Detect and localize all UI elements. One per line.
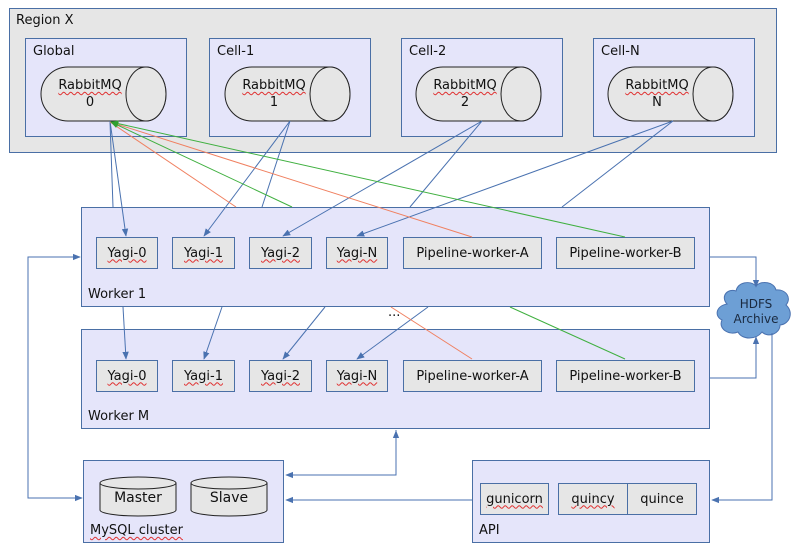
api-component-label: gunicorn (486, 491, 543, 507)
process-label: Yagi-0 (107, 368, 147, 384)
hdfs-archive-label: HDFS Archive (726, 297, 786, 327)
api-component-label: quincy (571, 491, 615, 507)
rabbitmq-1-label: RabbitMQ 1 (234, 77, 314, 111)
edge-workerm-hdfs (710, 336, 760, 379)
api-quince[interactable]: quince (627, 483, 697, 515)
queue-name: RabbitMQ (58, 78, 122, 93)
hdfs-label-line2: Archive (733, 312, 779, 326)
process-label: Pipeline-worker-B (569, 245, 682, 261)
edge-hdfs-api (711, 333, 773, 504)
process-yagi-2[interactable]: Yagi-2 (249, 237, 312, 269)
process-pipeline-worker-a[interactable]: Pipeline-worker-A (403, 360, 542, 392)
cell-title: Cell-2 (409, 44, 447, 59)
process-label: Yagi-1 (184, 368, 223, 384)
cell-title: Cell-N (601, 44, 640, 59)
process-pipeline-worker-b[interactable]: Pipeline-worker-B (556, 237, 695, 269)
queue-name: RabbitMQ (433, 78, 497, 93)
hdfs-label-line1: HDFS (739, 297, 773, 311)
process-yagi-0[interactable]: Yagi-0 (96, 360, 158, 392)
queue-name: RabbitMQ (242, 78, 306, 93)
api-quincy[interactable]: quincy (558, 483, 628, 515)
mysql-title: MySQL cluster (90, 523, 183, 538)
process-pipeline-worker-a[interactable]: Pipeline-worker-A (403, 237, 542, 269)
edge-worker1-hdfs (710, 256, 760, 288)
process-label: Yagi-N (336, 368, 378, 384)
queue-id: N (652, 95, 662, 110)
queue-id: 2 (460, 95, 470, 110)
mysql-title-text: MySQL cluster (90, 523, 183, 538)
api-gunicorn[interactable]: gunicorn (480, 483, 549, 515)
process-yagi-2[interactable]: Yagi-2 (249, 360, 312, 392)
queue-name: RabbitMQ (625, 78, 689, 93)
process-label: Yagi-2 (261, 245, 300, 261)
process-label: Yagi-0 (107, 245, 147, 261)
mysql-master-label: Master (114, 490, 162, 506)
process-label: Pipeline-worker-A (416, 368, 529, 384)
queue-id: 1 (269, 95, 279, 110)
edge-workerm-mysql (285, 430, 397, 479)
process-label: Pipeline-worker-A (416, 245, 529, 261)
cell-title: Cell-1 (217, 44, 255, 59)
mysql-slave-label: Slave (209, 490, 249, 506)
edge-worker1-mysql (27, 256, 83, 502)
queue-id: 0 (85, 95, 95, 110)
rabbitmq-n-label: RabbitMQ N (617, 77, 697, 111)
process-yagi-0[interactable]: Yagi-0 (96, 237, 158, 269)
region-title: Region X (16, 13, 74, 28)
process-pipeline-worker-b[interactable]: Pipeline-worker-B (556, 360, 695, 392)
process-label: Pipeline-worker-B (569, 368, 682, 384)
api-title: API (479, 523, 500, 538)
process-yagi-1[interactable]: Yagi-1 (172, 237, 235, 269)
process-label: Yagi-N (336, 245, 378, 261)
process-yagi-1[interactable]: Yagi-1 (172, 360, 235, 392)
worker-title: Worker 1 (88, 287, 147, 302)
worker-title: Worker M (88, 409, 150, 424)
api-component-label: quince (640, 491, 684, 507)
process-label: Yagi-2 (261, 368, 300, 384)
rabbitmq-0-label: RabbitMQ 0 (50, 77, 130, 111)
cell-title: Global (33, 44, 75, 59)
process-label: Yagi-1 (184, 245, 223, 261)
rabbitmq-2-label: RabbitMQ 2 (425, 77, 505, 111)
workers-ellipsis: ... (388, 305, 401, 320)
process-yagi-n[interactable]: Yagi-N (326, 360, 388, 392)
process-yagi-n[interactable]: Yagi-N (326, 237, 388, 269)
